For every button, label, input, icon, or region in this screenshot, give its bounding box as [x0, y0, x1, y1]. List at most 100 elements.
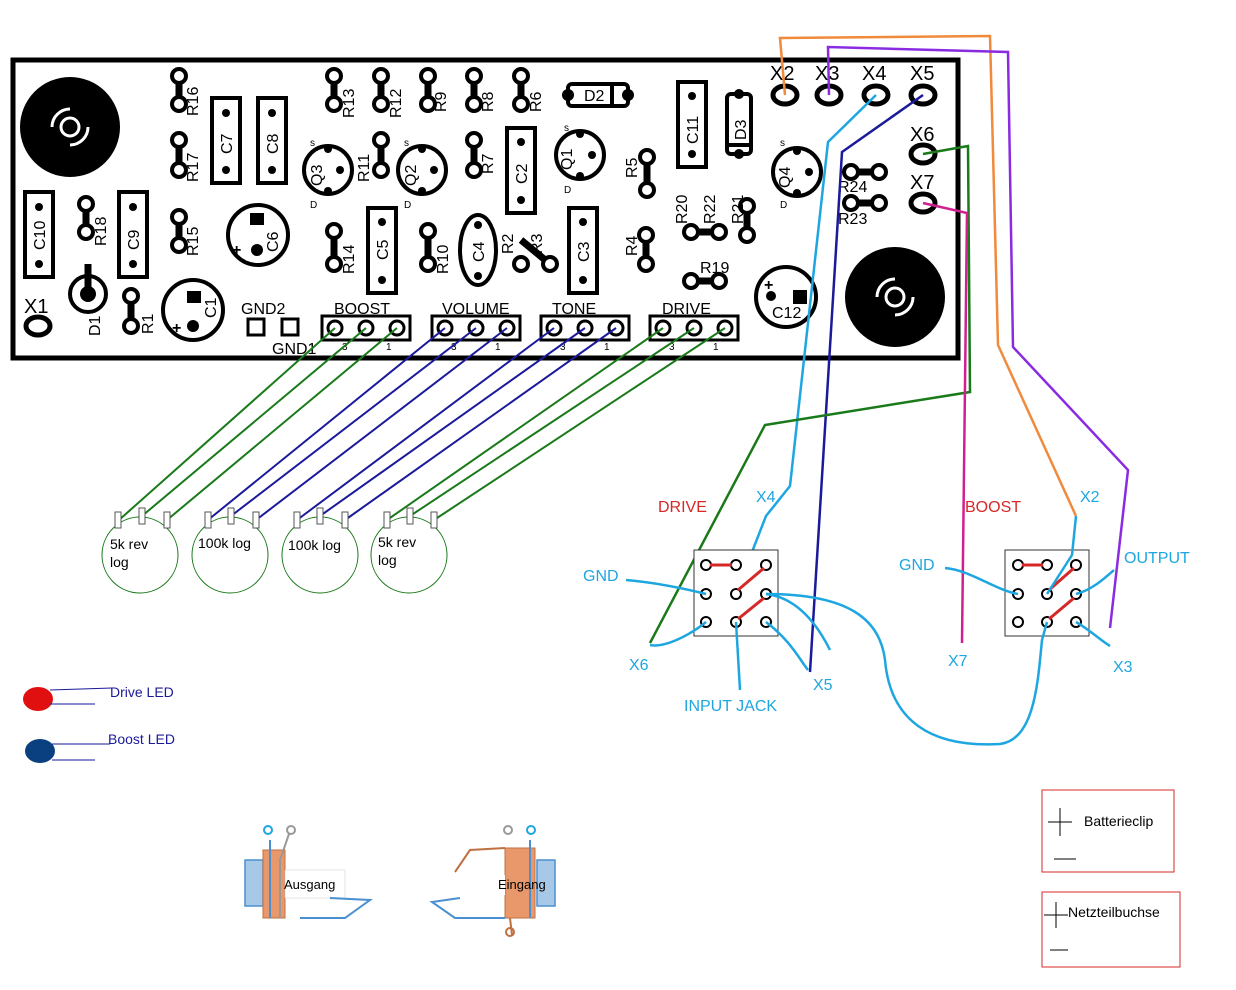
- terminal-x1: X1: [24, 296, 48, 318]
- output-label: OUTPUT: [1124, 550, 1190, 567]
- boost-led: Boost LED: [25, 731, 175, 763]
- label-boost-header: BOOST: [334, 301, 390, 318]
- boost-pin1: 1: [386, 342, 392, 353]
- drive-switch-x5: X5: [813, 677, 833, 694]
- label-r7: R7: [480, 153, 497, 174]
- pot-lugs: [114, 507, 438, 529]
- boost-switch-x7: X7: [948, 653, 968, 670]
- label-c5: C5: [375, 239, 392, 260]
- volume-pin3: 3: [451, 342, 457, 353]
- input-jack-label: INPUT JACK: [684, 698, 777, 715]
- polarity-marks: + + +: [172, 242, 773, 337]
- terminal-x4: X4: [862, 63, 886, 85]
- label-r8: R8: [480, 91, 497, 112]
- battery-clip-box: Batterieclip: [1041, 789, 1175, 873]
- label-r11: R11: [356, 154, 373, 182]
- label-r9: R9: [433, 91, 450, 112]
- label-c7: C7: [219, 133, 236, 154]
- label-drive-header: DRIVE: [662, 301, 711, 318]
- pot-wires: [118, 327, 726, 521]
- label-r23: R23: [838, 211, 867, 228]
- label-volume-header: VOLUME: [442, 301, 510, 318]
- pad-dots: [35, 89, 813, 332]
- terminal-x3: X3: [815, 63, 839, 85]
- q1-d-mark: D: [564, 185, 571, 196]
- boost-switch-x2: X2: [1080, 489, 1100, 506]
- label-d1: D1: [87, 315, 104, 336]
- label-c3: C3: [576, 241, 593, 262]
- boost-led-label: Boost LED: [108, 731, 175, 747]
- c1-plus: +: [172, 320, 181, 337]
- label-r22: R22: [702, 195, 719, 224]
- label-r1: R1: [140, 313, 157, 334]
- terminal-wires: [648, 34, 1130, 673]
- q4-s-mark: s: [780, 138, 785, 149]
- label-r13: R13: [341, 89, 358, 118]
- pot-label-boost: 5k rev log: [378, 534, 417, 568]
- label-r21: R21: [730, 195, 747, 224]
- label-tone-header: TONE: [552, 301, 596, 318]
- label-r4: R4: [624, 235, 641, 256]
- terminal-x7: X7: [910, 172, 934, 194]
- resistor-footprints: [77, 67, 888, 335]
- boost-pin3: 3: [342, 342, 348, 353]
- header-pin-numbers: 3 1 3 1 3 1 3 1: [342, 342, 719, 353]
- drive-switch-gnd: GND: [583, 568, 619, 585]
- pcb-pot-right: [845, 247, 945, 347]
- pcb-pot-left: [20, 77, 120, 177]
- volume-pin1: 1: [495, 342, 501, 353]
- switch-labels: DRIVE X4 GND X6 X5 INPUT JACK BOOST X2 G…: [583, 489, 1190, 715]
- drive-led: Drive LED: [23, 684, 174, 711]
- q1-s-mark: s: [564, 123, 569, 134]
- input-jack-label-text: Eingang: [498, 877, 546, 892]
- label-c8: C8: [265, 133, 282, 154]
- label-q3: Q3: [309, 165, 326, 186]
- label-r6: R6: [528, 91, 545, 112]
- label-r20: R20: [674, 195, 691, 224]
- label-r24: R24: [838, 179, 867, 196]
- dc-jack-box: Netzteilbuchse: [1041, 891, 1181, 968]
- label-r16: R16: [185, 87, 202, 116]
- label-q4: Q4: [777, 167, 794, 188]
- drive-switch: [693, 549, 779, 637]
- switch-wires: [625, 515, 1115, 746]
- q2-s-mark: s: [404, 138, 409, 149]
- label-r5: R5: [624, 157, 641, 178]
- pot-labels: 5k rev log 100k log 100k log 5k rev log: [110, 534, 417, 570]
- pot-label-tone: 100k log: [288, 537, 341, 553]
- drive-switch-x6: X6: [629, 657, 649, 674]
- header-pads: [246, 314, 740, 342]
- label-c1: C1: [203, 297, 220, 318]
- battery-clip-label: Batterieclip: [1084, 813, 1153, 829]
- tone-pin1: 1: [604, 342, 610, 353]
- header-labels: GND2 GND1 BOOST VOLUME TONE DRIVE: [241, 301, 711, 358]
- label-r14: R14: [341, 245, 358, 274]
- label-r2: R2: [500, 233, 517, 254]
- transistor-pin-marks: s D s D s D s D: [310, 123, 787, 211]
- label-q2: Q2: [403, 165, 420, 186]
- c6-plus: +: [232, 242, 241, 259]
- label-c9: C9: [126, 229, 143, 250]
- input-jack: Eingang: [429, 825, 556, 937]
- drive-switch-x4: X4: [756, 489, 776, 506]
- output-jack-label: Ausgang: [284, 877, 335, 892]
- q3-d-mark: D: [310, 200, 317, 211]
- label-d2: D2: [584, 88, 605, 105]
- label-d3: D3: [733, 119, 750, 140]
- drive-switch-title: DRIVE: [658, 499, 707, 516]
- q4-d-mark: D: [780, 200, 787, 211]
- terminal-x5: X5: [910, 63, 934, 85]
- component-labels: R16 R17 R15 R18 R1 R13 R12 R9 R8 R6 R11 …: [32, 87, 867, 336]
- boost-switch-title: BOOST: [965, 499, 1021, 516]
- boost-switch-x3: X3: [1113, 659, 1133, 676]
- q2-d-mark: D: [404, 200, 411, 211]
- label-r18: R18: [93, 217, 110, 246]
- c12-plus: +: [764, 277, 773, 294]
- label-r19: R19: [700, 260, 729, 277]
- pot-label-drive: 5k rev log: [110, 536, 149, 570]
- label-c11: C11: [685, 116, 702, 144]
- label-c6: C6: [265, 231, 282, 252]
- label-gnd2: GND2: [241, 301, 286, 318]
- drive-pin1: 1: [713, 342, 719, 353]
- boost-switch-gnd: GND: [899, 557, 935, 574]
